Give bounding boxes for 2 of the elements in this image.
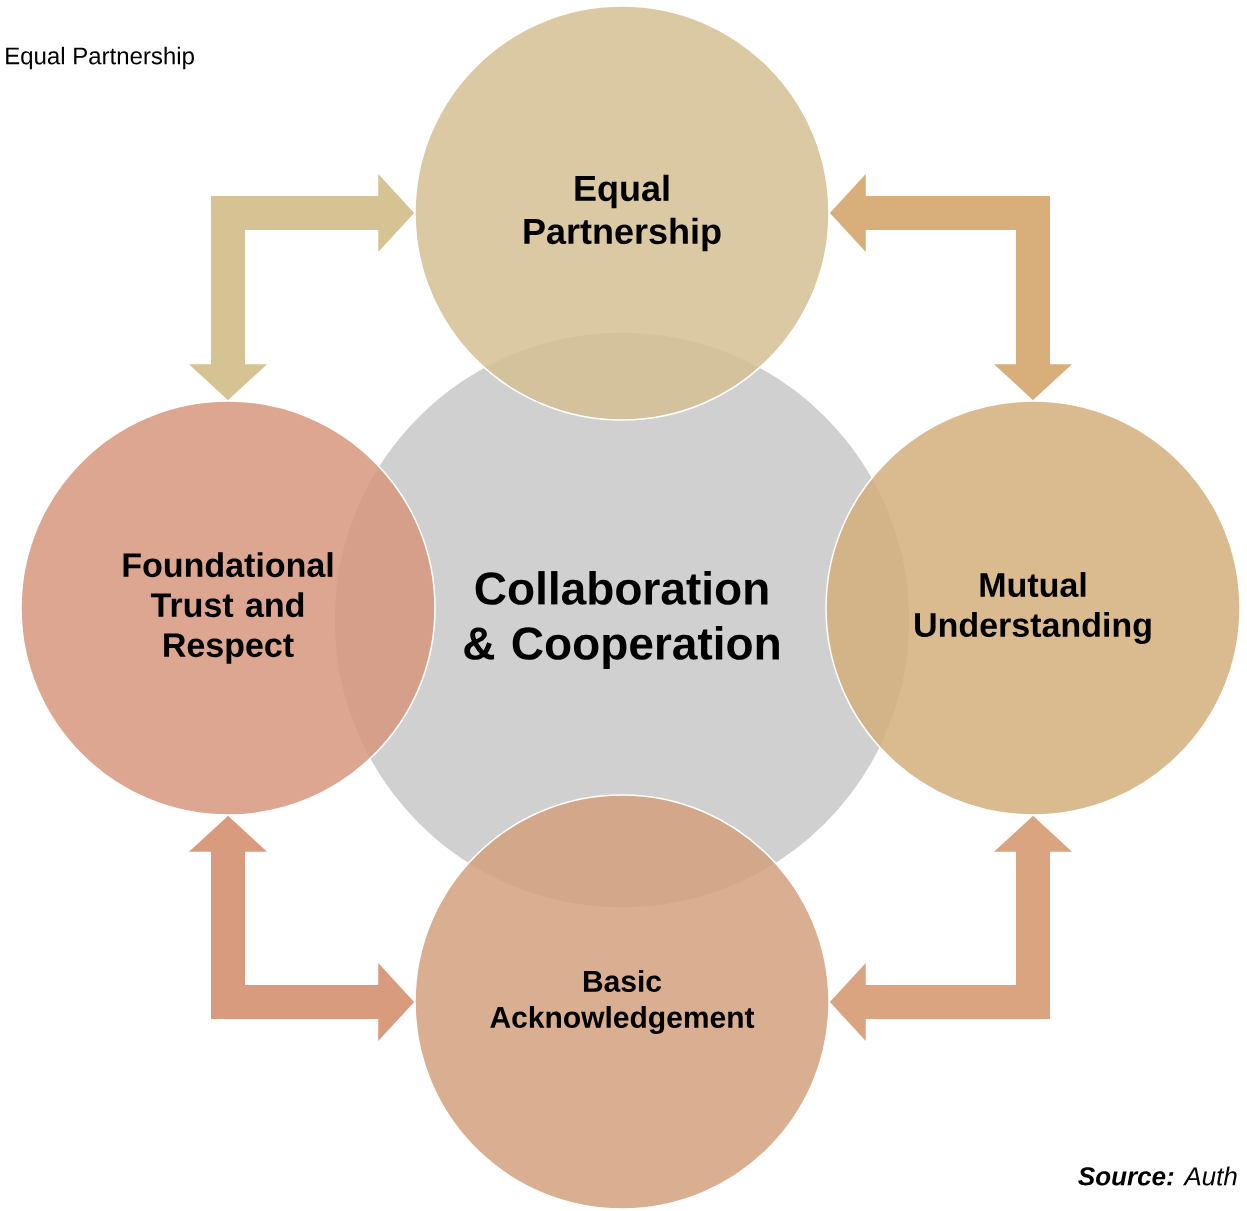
note-text: Equal Partnership xyxy=(6,46,194,70)
note-text: Source: Auth xyxy=(1078,1166,1237,1186)
